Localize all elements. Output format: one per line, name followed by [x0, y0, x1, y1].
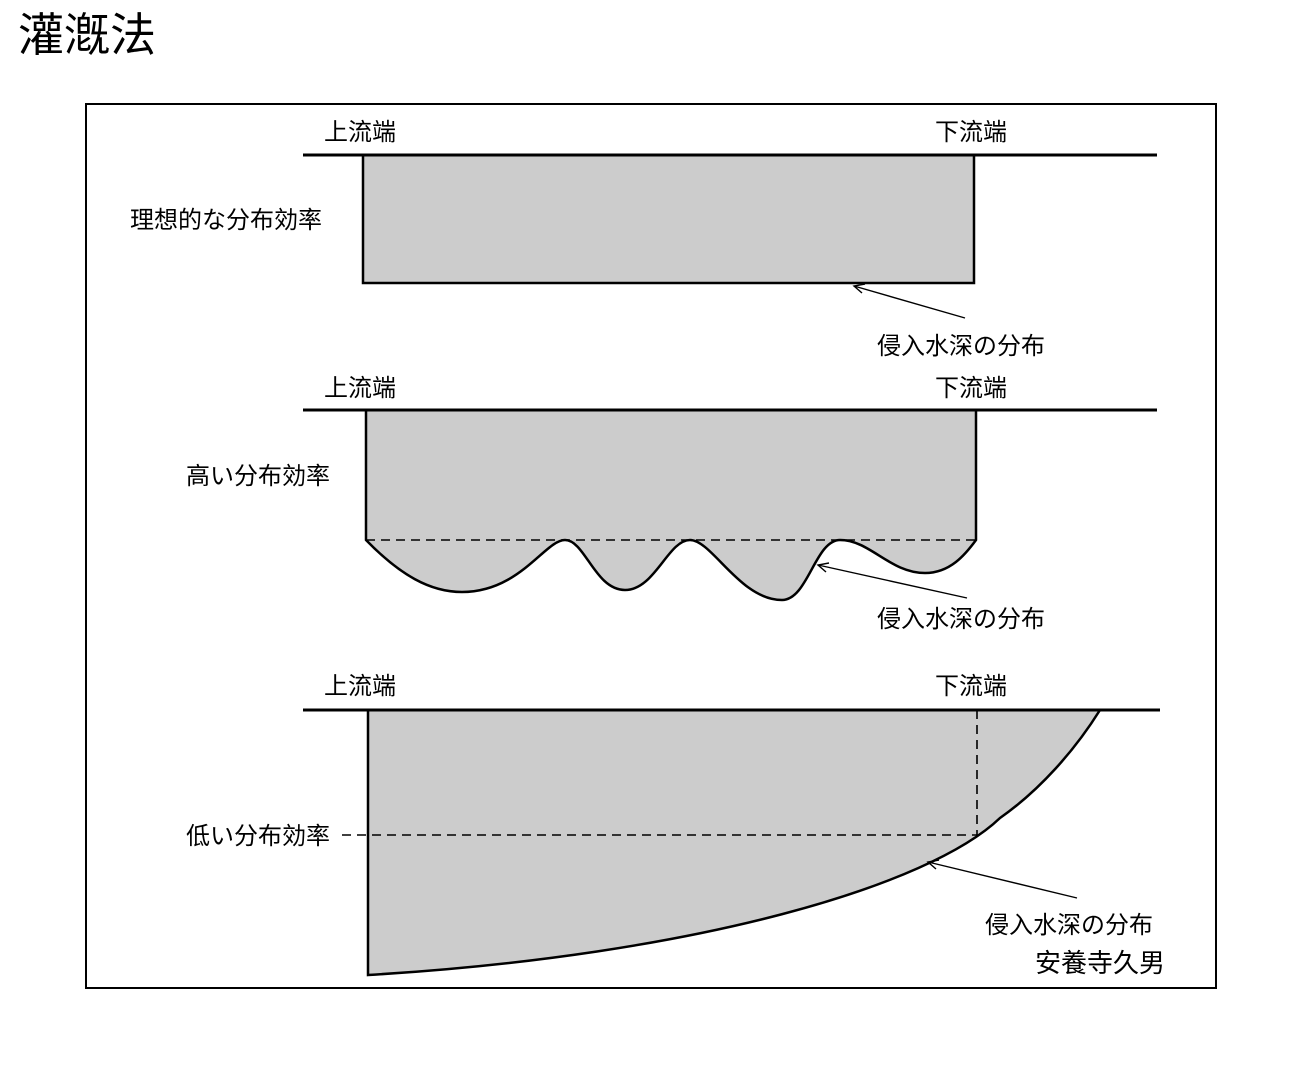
panel-low: 上流端 下流端 低い分布効率 侵入水深の分布	[186, 672, 1160, 977]
downstream-label: 下流端	[935, 374, 1007, 402]
diagram-frame	[85, 103, 1217, 989]
infiltration-area	[363, 155, 974, 283]
panel-high: 上流端 下流端 高い分布効率 侵入水深の分布	[186, 374, 1157, 633]
arrow-icon	[816, 562, 968, 599]
upstream-label: 上流端	[324, 118, 396, 146]
efficiency-label: 理想的な分布効率	[130, 206, 322, 234]
efficiency-label: 高い分布効率	[186, 462, 330, 490]
distribution-label: 侵入水深の分布	[985, 911, 1153, 939]
infiltration-area	[366, 410, 976, 600]
downstream-label: 下流端	[935, 118, 1007, 146]
efficiency-label: 低い分布効率	[186, 822, 330, 850]
infiltration-outline	[366, 709, 1102, 977]
upstream-label: 上流端	[324, 374, 396, 402]
distribution-label: 侵入水深の分布	[877, 332, 1045, 360]
panel-ideal: 上流端 下流端 理想的な分布効率 侵入水深の分布	[130, 118, 1157, 360]
infiltration-area	[368, 710, 1100, 975]
infiltration-outline	[361, 155, 976, 285]
arrow-icon	[926, 859, 1078, 899]
upstream-label: 上流端	[324, 672, 396, 700]
downstream-label: 下流端	[935, 672, 1007, 700]
page-title: 灌漑法	[18, 8, 156, 62]
author-credit: 安養寺久男	[1035, 949, 1165, 979]
distribution-label: 侵入水深の分布	[877, 605, 1045, 633]
arrow-icon	[852, 283, 966, 319]
